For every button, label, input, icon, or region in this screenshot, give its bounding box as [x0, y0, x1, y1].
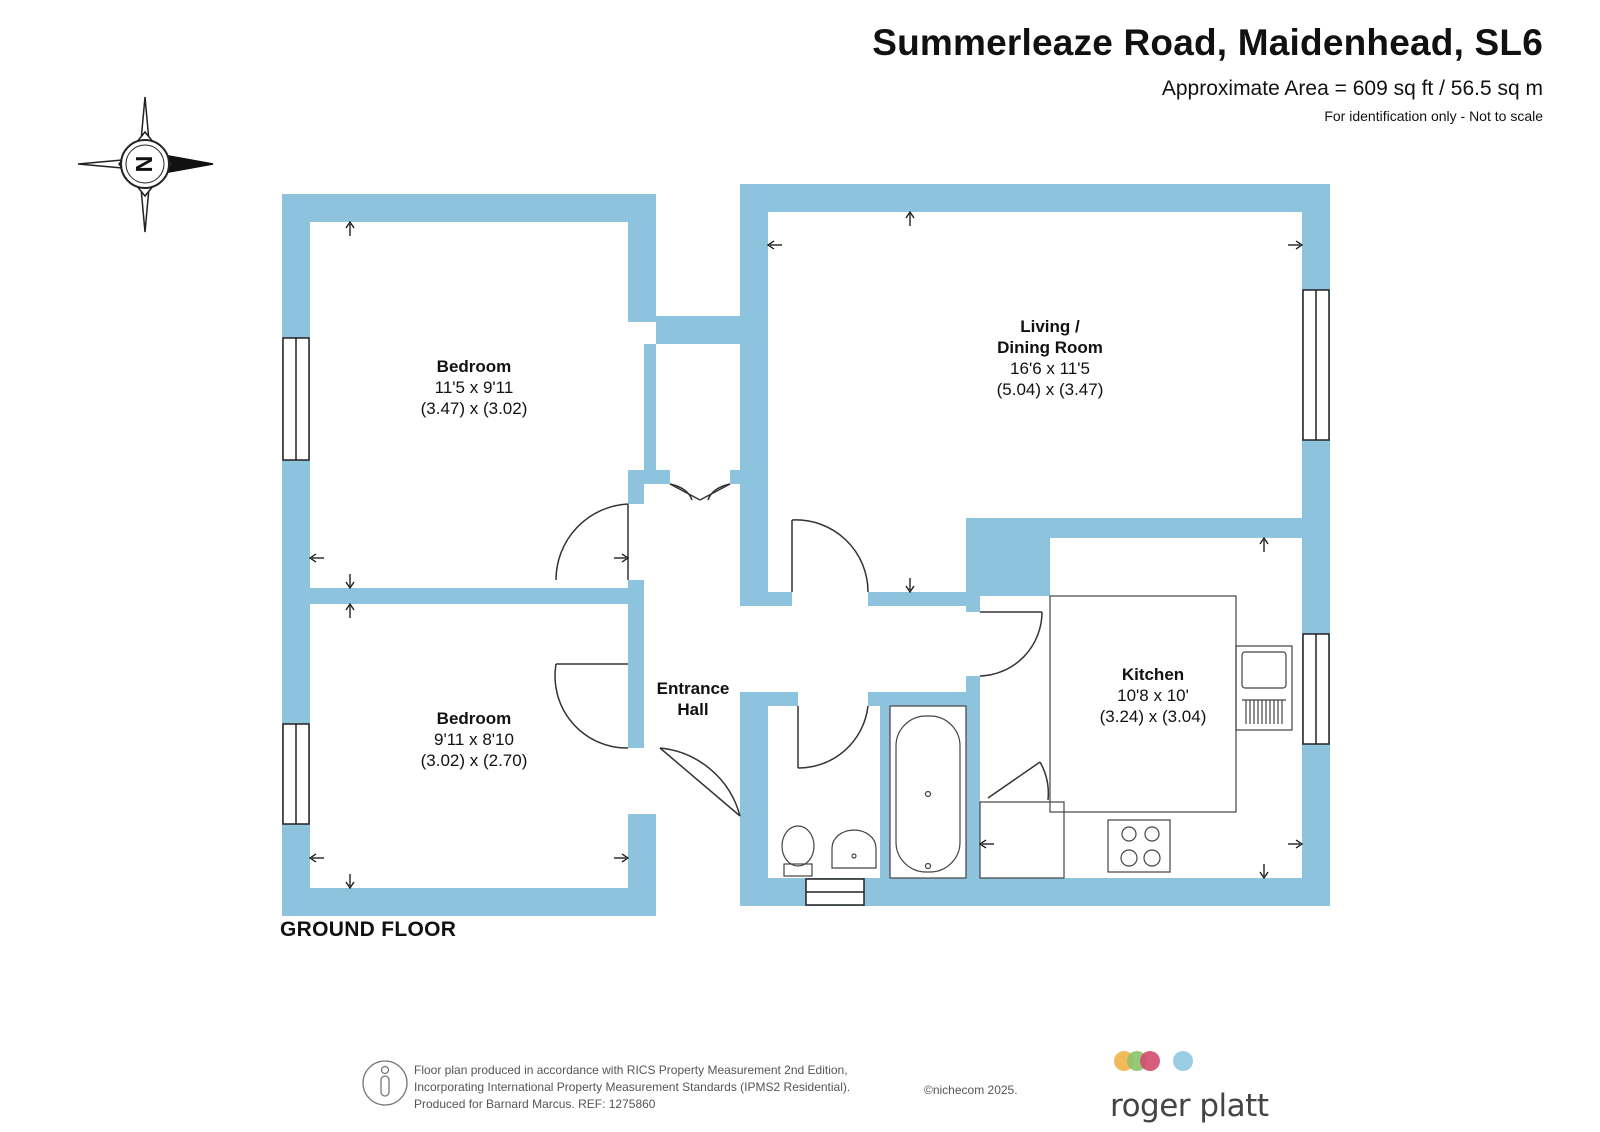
copyright: ©nichecom 2025. [924, 1083, 1018, 1097]
room-size-imperial: 16'6 x 11'5 [1010, 359, 1090, 378]
room-size-metric: (5.04) x (3.47) [996, 380, 1104, 399]
room-name-line2: Hall [677, 700, 709, 719]
room-bedroom-1: Bedroom 11'5 x 9'11 (3.47) x (3.02) [421, 356, 528, 419]
footer-disclaimer: Floor plan produced in accordance with R… [414, 1062, 850, 1113]
floor-label: GROUND FLOOR [280, 918, 457, 941]
room-size-imperial: 10'8 x 10' [1117, 686, 1189, 705]
room-size-metric: (3.47) x (3.02) [420, 399, 528, 418]
room-living-dining: Living / Dining Room 16'6 x 11'5 (5.04) … [997, 316, 1104, 400]
brand-dot [1173, 1051, 1193, 1071]
brand-dot [1140, 1051, 1160, 1071]
door-swings [554, 483, 1050, 817]
plan-title: Summerleaze Road, Maidenhead, SL6 [872, 22, 1543, 63]
person-info-icon [362, 1060, 408, 1106]
room-name-line1: Living / [1020, 317, 1080, 336]
room-kitchen: Kitchen 10'8 x 10' (3.24) x (3.04) [1100, 664, 1207, 727]
footer-line-3: Produced for Barnard Marcus. REF: 127586… [414, 1097, 656, 1111]
footer-line-1: Floor plan produced in accordance with R… [414, 1063, 848, 1077]
compass-north-label: N [131, 156, 157, 173]
room-name-line2: Dining Room [997, 338, 1103, 357]
room-size-imperial: 9'11 x 8'10 [434, 730, 514, 749]
footer-line-2: Incorporating International Property Mea… [414, 1080, 851, 1094]
windows [282, 289, 1330, 906]
approximate-area: Approximate Area = 609 sq ft / 56.5 sq m [1161, 77, 1543, 100]
walls [282, 184, 1330, 916]
room-entrance-hall: Entrance Hall [657, 678, 730, 720]
room-name-line1: Entrance [656, 679, 730, 698]
room-name: Bedroom [436, 357, 512, 376]
identification-note: For identification only - Not to scale [1324, 108, 1543, 124]
room-name: Bedroom [436, 709, 512, 728]
room-name: Kitchen [1121, 665, 1185, 684]
dimension-arrows [308, 210, 1304, 890]
brand-name: roger platt [1110, 1088, 1269, 1124]
compass-rose-icon: N [77, 96, 214, 233]
brand-logo-dots [1114, 1051, 1193, 1071]
room-size-imperial: 11'5 x 9'11 [434, 378, 514, 397]
room-bedroom-2: Bedroom 9'11 x 8'10 (3.02) x (2.70) [421, 708, 528, 771]
room-size-metric: (3.24) x (3.04) [1099, 707, 1207, 726]
bathroom-fittings [781, 705, 967, 879]
room-size-metric: (3.02) x (2.70) [420, 751, 528, 770]
kitchen-fittings [979, 595, 1293, 879]
